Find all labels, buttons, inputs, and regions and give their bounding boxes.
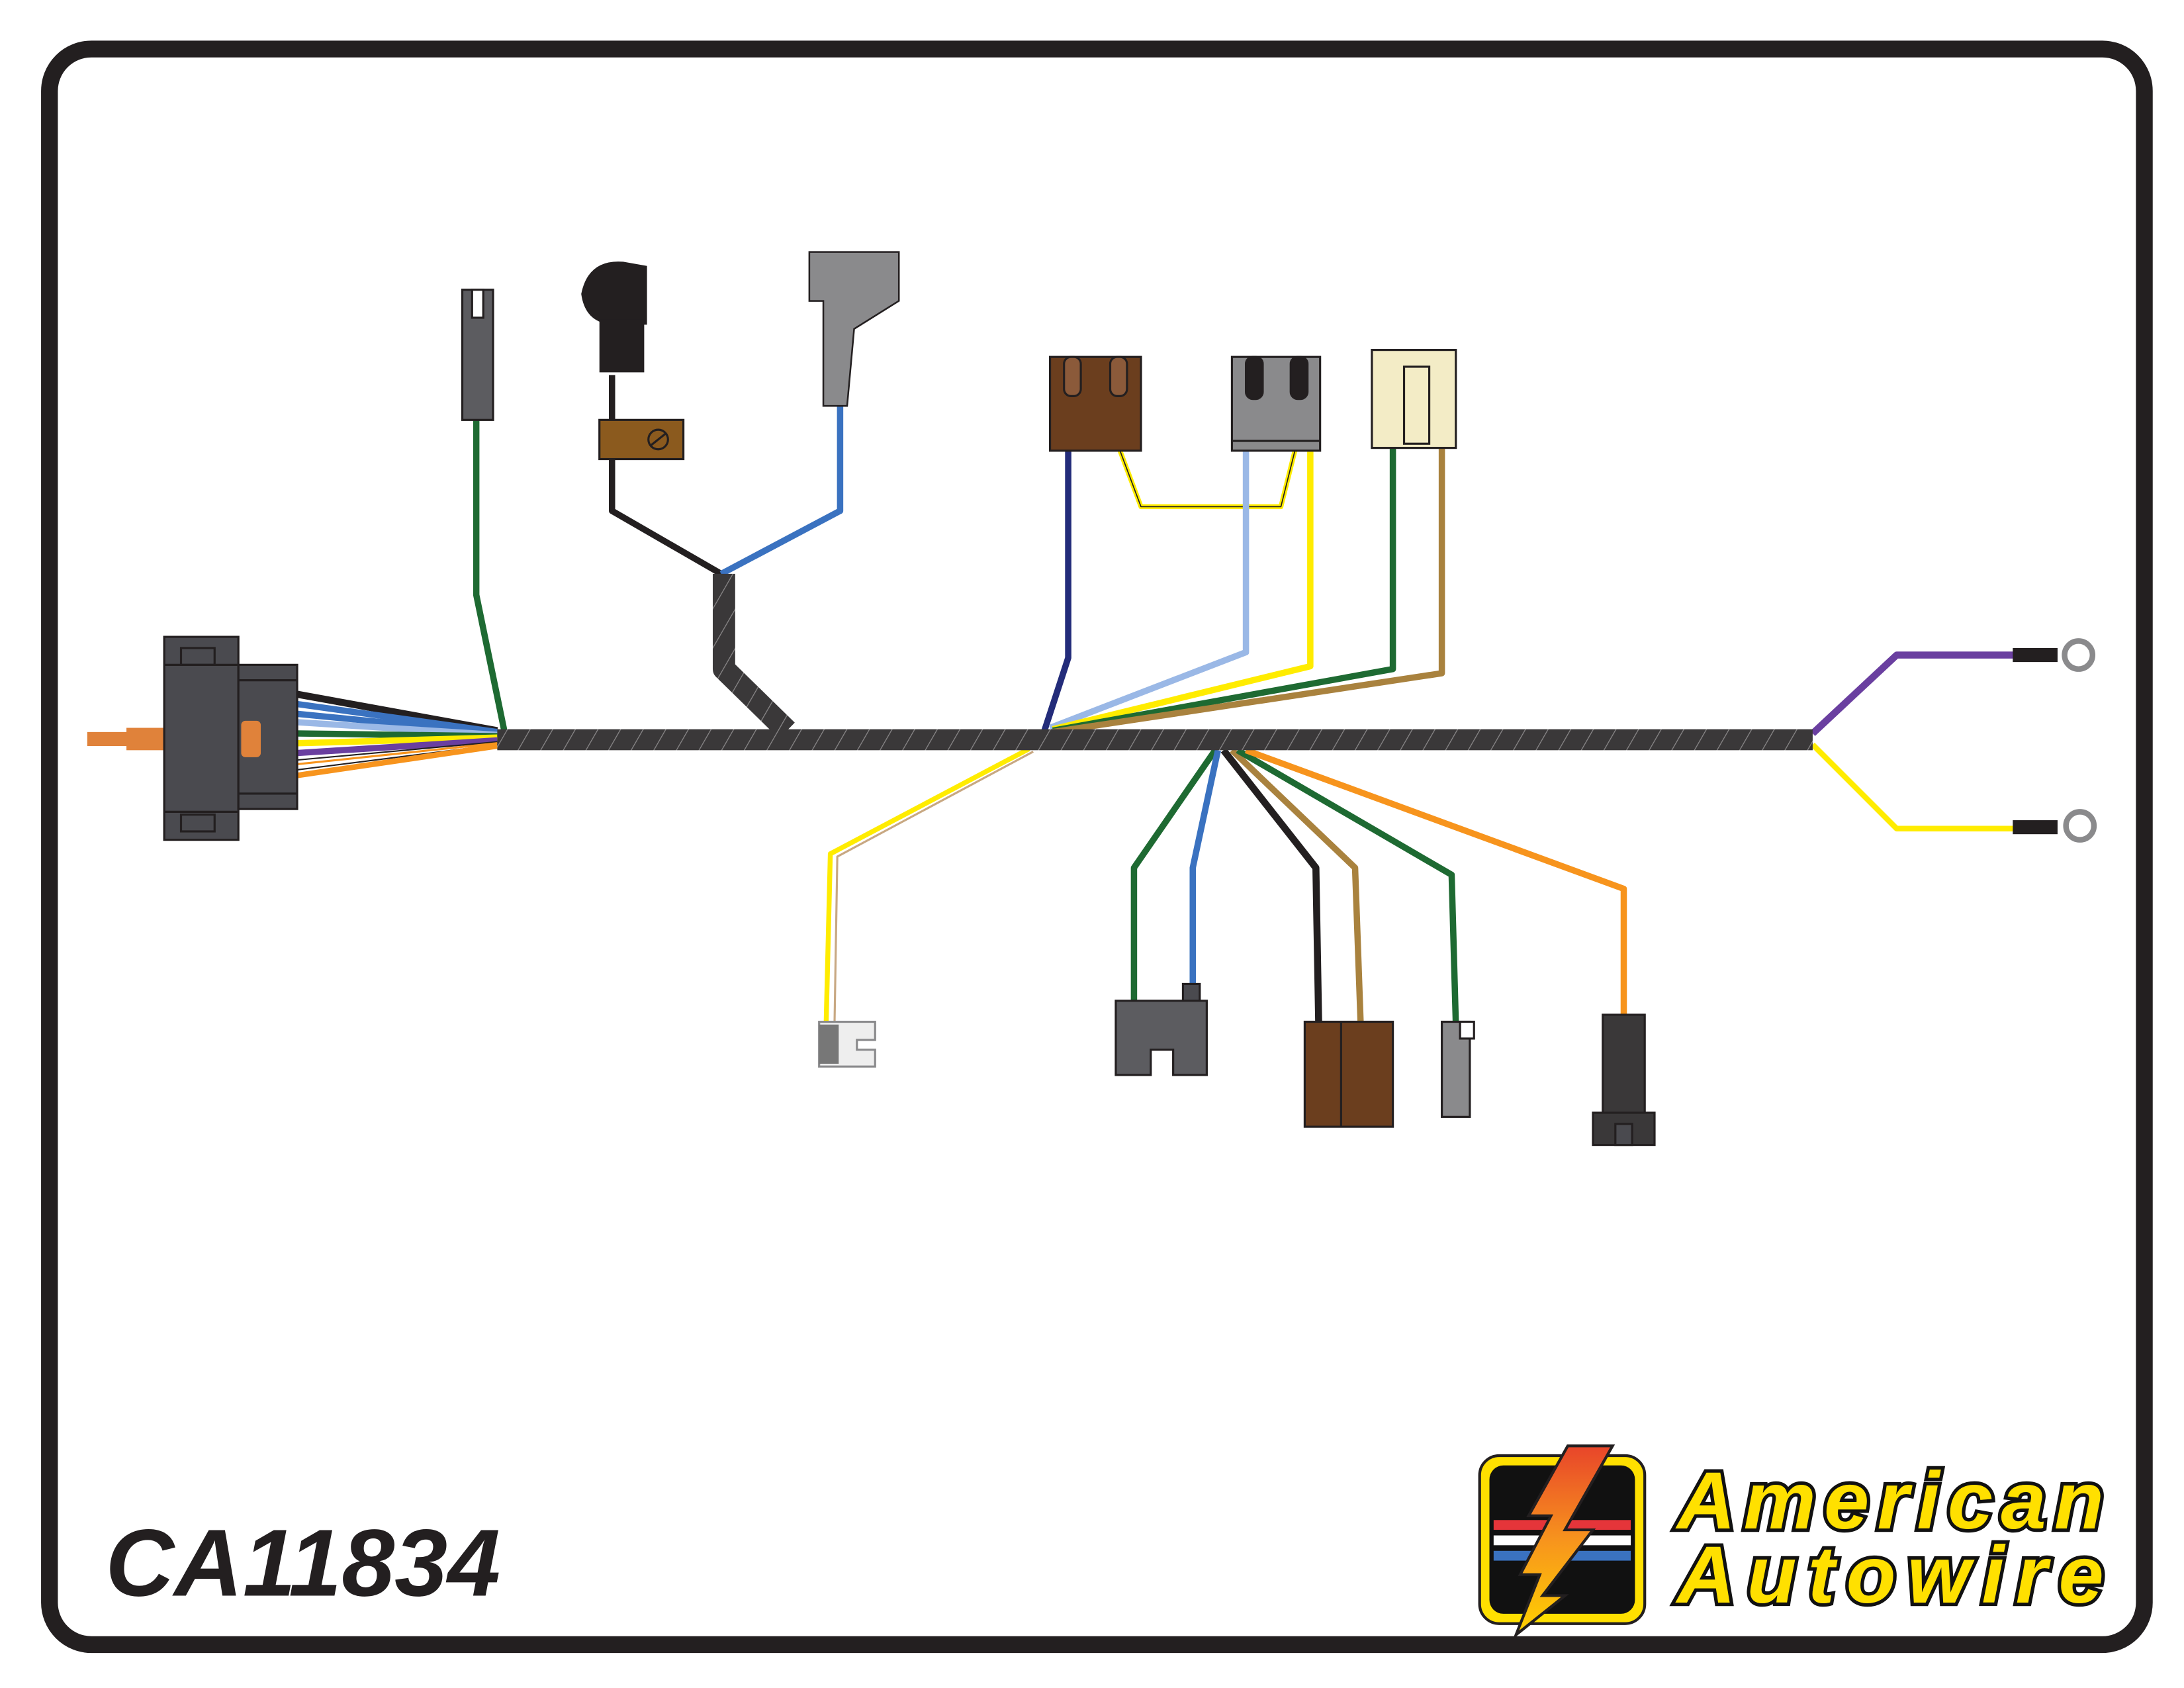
connector-green-pigtail bbox=[461, 289, 494, 421]
connector-gray-top-right bbox=[1230, 355, 1322, 452]
wire-green-gray-lower bbox=[1236, 747, 1459, 1025]
spade-terminal bbox=[818, 1020, 876, 1068]
brand-line-1: American bbox=[1675, 1455, 2104, 1546]
connector-stud bbox=[87, 731, 130, 746]
connector-cream bbox=[1371, 349, 1457, 449]
wire-light-blue bbox=[1048, 450, 1250, 731]
loom-branch-upper bbox=[712, 573, 795, 739]
page-border bbox=[41, 40, 2153, 1654]
wire-blue-lower bbox=[1189, 749, 1221, 987]
ring-terminal-yellow bbox=[2013, 809, 2097, 843]
wire-green-top-left bbox=[473, 417, 508, 731]
left-connector-wire-fan bbox=[296, 690, 498, 778]
main-loom bbox=[497, 729, 1813, 751]
wire-green-cream bbox=[1052, 447, 1396, 734]
connector-brown-lower bbox=[1303, 1020, 1394, 1128]
wire-purple bbox=[1810, 651, 2016, 736]
wire-green-lower bbox=[1130, 748, 1218, 1002]
connector-brown-top bbox=[1048, 355, 1142, 452]
ring-terminal-brown bbox=[598, 418, 685, 461]
connector-dark-gray-lower bbox=[1115, 982, 1208, 1076]
ring-terminal-purple bbox=[2013, 638, 2096, 672]
wire-orange bbox=[1244, 747, 1627, 1018]
connector-black-lower bbox=[1592, 1013, 1656, 1147]
wire-navy bbox=[1041, 450, 1071, 732]
connector-nut bbox=[241, 720, 261, 757]
wire-tan-cream bbox=[1052, 447, 1445, 735]
main-bulkhead-connector bbox=[87, 635, 298, 841]
wire-yellow-right bbox=[1810, 742, 2016, 831]
part-number: CA11834 bbox=[105, 1510, 500, 1616]
lightning-bolt-icon bbox=[1512, 1444, 1615, 1640]
connector-gray-top bbox=[808, 251, 900, 407]
wire-yellow bbox=[1052, 450, 1314, 733]
connector-gray-lower bbox=[1441, 1020, 1475, 1118]
american-autowire-logo: American Autowire bbox=[1478, 1444, 2107, 1640]
wire-tan-lower bbox=[1230, 747, 1364, 1025]
wires bbox=[296, 375, 2016, 1025]
wire-black-lower bbox=[1220, 748, 1322, 1025]
connector-black-boot bbox=[581, 261, 685, 461]
wire-yellow-white bbox=[823, 746, 1030, 1025]
wire-blue-gray-connector bbox=[719, 406, 844, 577]
